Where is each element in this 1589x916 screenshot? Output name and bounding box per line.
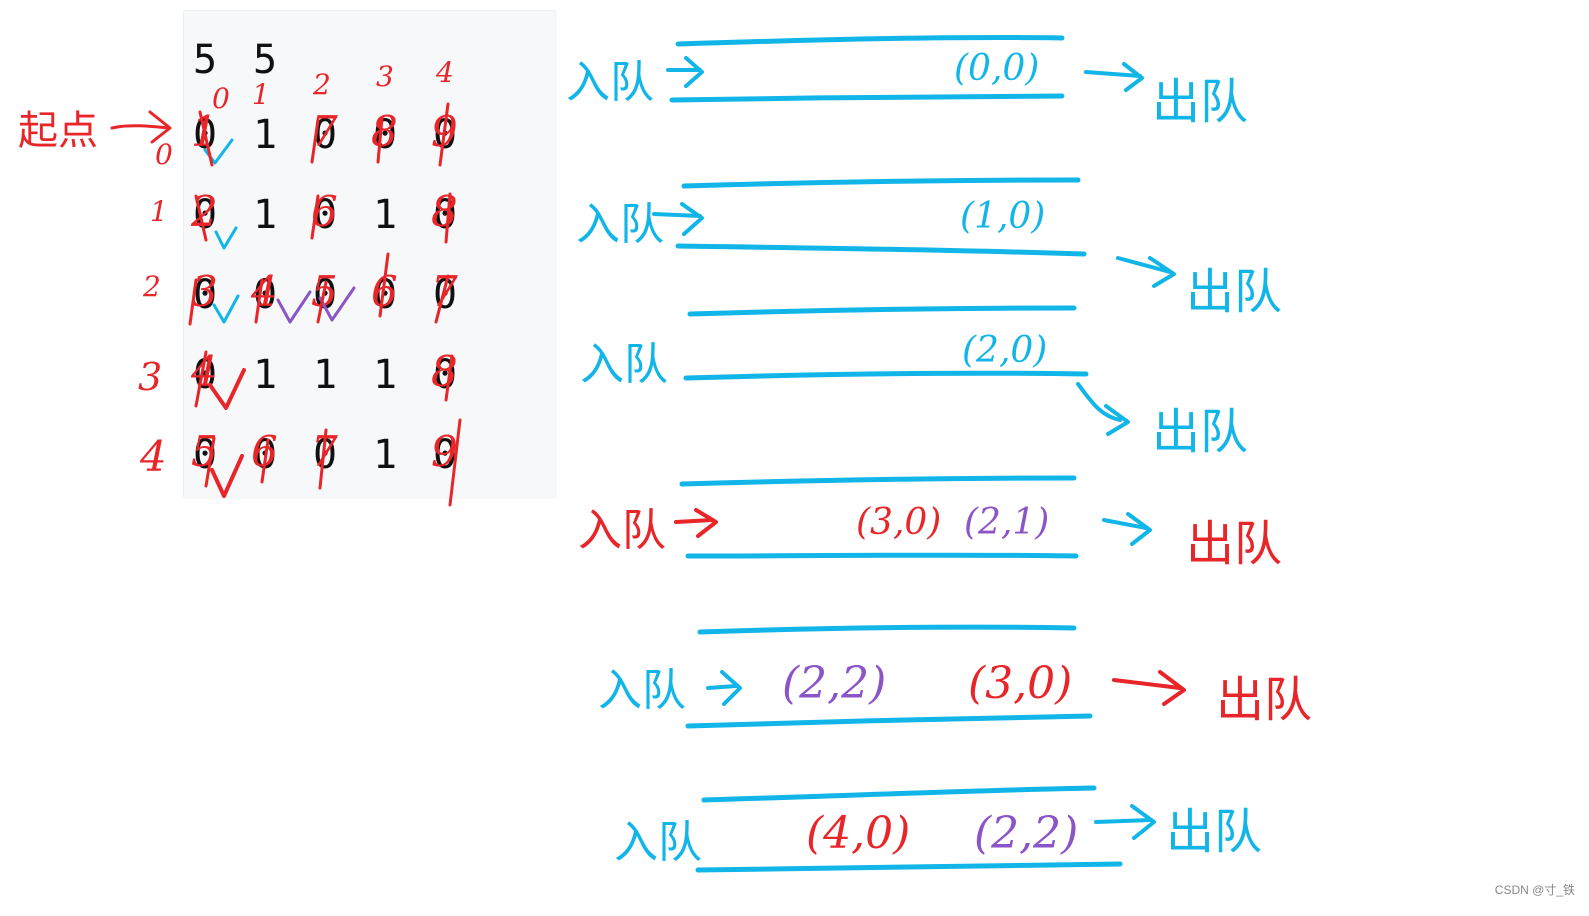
queue-line (687, 305, 1077, 317)
dequeue-label: 出队 (1152, 404, 1249, 460)
enqueue-label: 入队 (576, 199, 664, 250)
strike-mark (198, 102, 450, 167)
col-index-2: 2 (313, 68, 331, 101)
queue-line (695, 861, 1123, 873)
queue-item: (2,2) (782, 658, 887, 709)
col-index-3: 3 (376, 60, 394, 93)
watermark: CSDN @寸_铁 (1494, 883, 1575, 897)
grid-cell: 1 (252, 112, 278, 158)
queue-item: (2,1) (964, 502, 1050, 543)
queue-line (701, 785, 1097, 803)
check-mark (212, 294, 240, 324)
grid-cell: 1 (372, 192, 398, 238)
dequeue-label: 出队 (1166, 804, 1263, 860)
queue-item: (4,0) (806, 808, 911, 859)
dequeue-label: 出队 (1216, 672, 1313, 728)
grid-cell: 0 (432, 352, 458, 398)
queue-line (669, 93, 1065, 103)
row-index-4: 4 (140, 432, 167, 481)
dequeue-arrow (1094, 804, 1156, 840)
queue-item: (2,2) (974, 808, 1079, 859)
queue-item: (2,0) (962, 330, 1048, 371)
queue-line (685, 713, 1093, 729)
grid-cell: 0 (432, 192, 458, 238)
dequeue-label: 出队 (1186, 264, 1283, 320)
queue-item: (3,0) (856, 502, 942, 543)
enqueue-label: 入队 (578, 505, 666, 556)
grid-cell: 1 (312, 352, 338, 398)
row-index-0: 0 (155, 138, 173, 171)
strike-mark (204, 418, 462, 507)
strike-mark (194, 192, 452, 244)
enqueue-label: 入队 (580, 339, 668, 390)
dequeue-label: 出队 (1152, 74, 1249, 130)
code-panel (183, 10, 557, 499)
dequeue-arrow (1102, 512, 1152, 546)
queue-item: (3,0) (968, 658, 1073, 709)
step-number: 4 (251, 267, 278, 316)
check-mark (214, 226, 238, 250)
grid-rows-count: 5 (192, 37, 218, 83)
check-mark (276, 290, 312, 324)
step-number: 8 (431, 187, 458, 236)
start-label: 起点 (18, 108, 98, 154)
enqueue-arrow (706, 670, 742, 706)
queue-line (679, 475, 1077, 487)
grid-cell: 1 (372, 352, 398, 398)
dequeue-arrow (1116, 256, 1176, 288)
queue-item: (0,0) (954, 48, 1040, 89)
strike-mark (188, 252, 450, 326)
start-arrow (110, 110, 172, 144)
enqueue-label: 入队 (566, 57, 654, 108)
col-index-1: 1 (252, 78, 270, 111)
enqueue-label: 入队 (598, 665, 686, 716)
grid-cell: 0 (372, 112, 398, 158)
check-mark (208, 368, 246, 410)
strike-mark (194, 350, 454, 408)
check-mark (210, 454, 244, 498)
row-index-1: 1 (150, 195, 168, 228)
step-number: 8 (431, 347, 458, 396)
queue-line (697, 624, 1077, 635)
grid-cell: 1 (372, 432, 398, 478)
dequeue-label: 出队 (1186, 516, 1283, 572)
row-index-3: 3 (138, 355, 163, 399)
enqueue-label: 入队 (614, 817, 702, 868)
enqueue-arrow (652, 202, 704, 236)
col-index-4: 4 (436, 56, 454, 89)
dequeue-arrow (1076, 382, 1130, 436)
row-index-2: 2 (143, 270, 161, 303)
check-mark (318, 286, 356, 322)
dequeue-arrow (1084, 62, 1144, 92)
grid-cell: 1 (252, 352, 278, 398)
grid-cell: 1 (252, 192, 278, 238)
queue-line (675, 34, 1065, 47)
queue-line (681, 177, 1081, 189)
queue-line (685, 552, 1079, 559)
step-number: 8 (371, 107, 398, 156)
col-index-0: 0 (212, 82, 230, 115)
enqueue-arrow (674, 508, 718, 538)
enqueue-arrow (666, 56, 704, 88)
grid-cols-count: 5 (252, 37, 278, 83)
step-number: 5 (191, 427, 218, 476)
queue-item: (1,0) (960, 196, 1046, 237)
queue-line (683, 370, 1089, 381)
queue-line (675, 243, 1087, 257)
dequeue-arrow (1112, 670, 1186, 706)
